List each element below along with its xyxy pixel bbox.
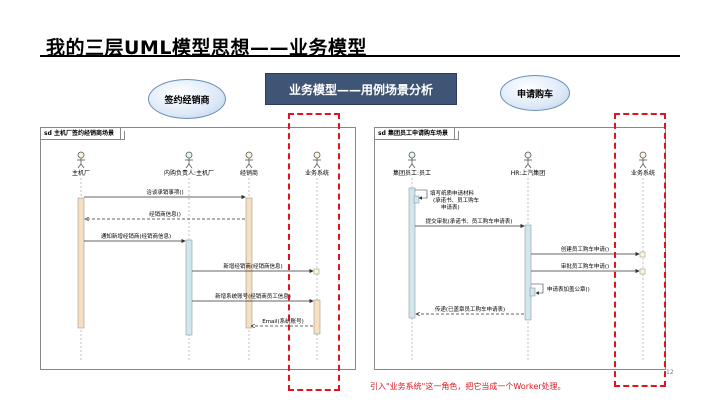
activation-bar xyxy=(639,268,646,275)
oval-label: 签约经销商 xyxy=(164,95,210,106)
actor-label: 主机厂 xyxy=(72,169,90,177)
oval-label: 申请购车 xyxy=(516,89,553,100)
diagram-frame-label: sd 主机厂签约经销商场景 xyxy=(41,128,121,140)
activation-bar xyxy=(639,251,646,258)
sequence-diagram-right: sd 集团员工申请购车场景 集团员工:员工 HR:上汽集团 xyxy=(374,127,666,370)
use-case-oval-sign-dealer: 签约经销商 xyxy=(148,79,226,119)
message-label: 通知新增经销商(经销商信息) xyxy=(101,232,171,240)
actor-business-system: 业务系统 xyxy=(631,151,655,177)
highlight-business-system-right xyxy=(614,113,666,387)
title-divider xyxy=(40,55,680,57)
actor-label: 经销商 xyxy=(240,169,258,177)
actor-label: 内购负责人:主机厂 xyxy=(164,169,214,177)
actor-hr: HR:上汽集团 xyxy=(511,151,546,177)
actor-label: 业务系统 xyxy=(305,169,329,177)
activation-bar xyxy=(313,299,321,335)
activation-bar xyxy=(185,239,193,336)
activation-bar xyxy=(413,195,420,204)
message-label: 新增经销商(经销商信息) xyxy=(223,262,282,270)
annotation-note: 引入"业务系统"这一角色，把它当成一个Worker处理。 xyxy=(370,382,566,391)
diagram-frame-label: sd 集团员工申请购车场景 xyxy=(375,128,455,140)
message-label: 经销商信息() xyxy=(149,210,181,218)
page-title: 我的三层UML模型思想——业务模型 xyxy=(46,37,367,59)
use-case-oval-apply-car: 申请购车 xyxy=(500,75,570,111)
message-label: 提交审批(承诺书、员工购车申请表) xyxy=(426,217,513,225)
actor-business-system: 业务系统 xyxy=(305,151,329,177)
message-label: 申请表加盖公章() xyxy=(547,285,590,293)
message-arrow xyxy=(531,283,544,295)
highlight-business-system-left xyxy=(288,113,340,391)
message-label: 创建员工购车申请() xyxy=(561,245,609,253)
section-header-label: 业务模型——用例场景分析 xyxy=(288,82,433,97)
message-label: 审批员工购车申请() xyxy=(561,262,609,270)
activation-bar xyxy=(313,268,320,275)
actor-purchasing-lead: 内购负责人:主机厂 xyxy=(164,151,214,177)
left-diagram-canvas: 主机厂 内购负责人:主机厂 经销商 业务系统 xyxy=(72,151,329,360)
message-label: Email(系统账号) xyxy=(262,317,304,325)
right-diagram-canvas: 集团员工:员工 HR:上汽集团 业务系统 xyxy=(393,151,655,360)
page-number: 12 xyxy=(666,369,674,376)
actor-label: 集团员工:员工 xyxy=(393,169,431,177)
activation-bar xyxy=(408,187,416,319)
message-label: 传递(已盖章员工购车申请表) xyxy=(435,305,505,313)
actor-label: HR:上汽集团 xyxy=(511,169,546,177)
message-label: 申请表) xyxy=(441,203,460,211)
activation-bar xyxy=(245,197,253,329)
activation-bar xyxy=(529,287,536,297)
actor-oem: 主机厂 xyxy=(72,151,90,177)
activation-bar xyxy=(77,197,85,329)
activation-bar xyxy=(524,224,532,321)
section-header-box: 业务模型——用例场景分析 xyxy=(265,73,457,105)
actor-label: 业务系统 xyxy=(631,169,655,177)
message-label: 新增系统账号(经销商员工信息) xyxy=(215,292,291,300)
sequence-diagram-left: sd 主机厂签约经销商场景 主机厂 内购负责人:主机厂 xyxy=(40,127,356,370)
message-arrow xyxy=(415,189,428,200)
message-label: (承诺书、员工购车 xyxy=(433,196,480,204)
actor-group-employee: 集团员工:员工 xyxy=(393,151,431,177)
message-label: 填写纸质申请材料 xyxy=(430,189,475,197)
actor-dealer: 经销商 xyxy=(240,151,258,177)
message-label: 洽谈承销事项() xyxy=(146,188,183,196)
